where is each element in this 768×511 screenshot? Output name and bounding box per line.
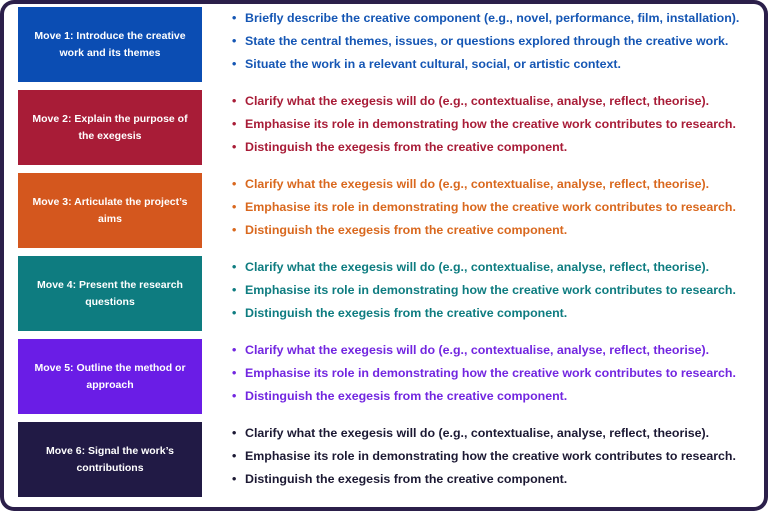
move-6-row: Move 6: Signal the work’s contributions … bbox=[18, 422, 764, 505]
move-4-bullet-1: •Clarify what the exegesis will do (e.g.… bbox=[232, 256, 736, 279]
bullet-dot-icon: • bbox=[232, 11, 237, 25]
move-5-bullets: •Clarify what the exegesis will do (e.g.… bbox=[202, 339, 736, 408]
move-6-bullet-1: •Clarify what the exegesis will do (e.g.… bbox=[232, 422, 736, 445]
move-6-bullet-2: •Emphasise its role in demonstrating how… bbox=[232, 445, 736, 468]
move-6-bullets: •Clarify what the exegesis will do (e.g.… bbox=[202, 422, 736, 491]
move-1-row: Move 1: Introduce the creative work and … bbox=[18, 7, 764, 90]
bullet-dot-icon: • bbox=[232, 57, 237, 71]
bullet-dot-icon: • bbox=[232, 426, 237, 440]
diagram-panel: Move 1: Introduce the creative work and … bbox=[4, 4, 764, 507]
move-5-bullet-2: •Emphasise its role in demonstrating how… bbox=[232, 362, 736, 385]
move-6-box: Move 6: Signal the work’s contributions bbox=[18, 422, 202, 497]
move-1-box: Move 1: Introduce the creative work and … bbox=[18, 7, 202, 82]
move-5-bullet-3: •Distinguish the exegesis from the creat… bbox=[232, 385, 736, 408]
move-4-bullet-3: •Distinguish the exegesis from the creat… bbox=[232, 302, 736, 325]
bullet-dot-icon: • bbox=[232, 140, 237, 154]
bullet-dot-icon: • bbox=[232, 223, 237, 237]
move-5-row: Move 5: Outline the method or approach •… bbox=[18, 339, 764, 422]
move-3-box: Move 3: Articulate the project’s aims bbox=[18, 173, 202, 248]
move-2-box: Move 2: Explain the purpose of the exege… bbox=[18, 90, 202, 165]
move-6-label: Move 6: Signal the work’s contributions bbox=[46, 445, 174, 474]
move-3-bullet-1: •Clarify what the exegesis will do (e.g.… bbox=[232, 173, 736, 196]
move-2-bullet-1: •Clarify what the exegesis will do (e.g.… bbox=[232, 90, 736, 113]
bullet-dot-icon: • bbox=[232, 177, 237, 191]
bullet-dot-icon: • bbox=[232, 449, 237, 463]
move-1-bullets: •Briefly describe the creative component… bbox=[202, 7, 739, 76]
bullet-dot-icon: • bbox=[232, 117, 237, 131]
bullet-dot-icon: • bbox=[232, 94, 237, 108]
bullet-dot-icon: • bbox=[232, 283, 237, 297]
move-2-bullet-2: •Emphasise its role in demonstrating how… bbox=[232, 113, 736, 136]
move-4-bullets: •Clarify what the exegesis will do (e.g.… bbox=[202, 256, 736, 325]
move-6-bullet-3: •Distinguish the exegesis from the creat… bbox=[232, 468, 736, 491]
move-2-bullets: •Clarify what the exegesis will do (e.g.… bbox=[202, 90, 736, 159]
move-5-bullet-1: •Clarify what the exegesis will do (e.g.… bbox=[232, 339, 736, 362]
bullet-dot-icon: • bbox=[232, 200, 237, 214]
move-3-bullets: •Clarify what the exegesis will do (e.g.… bbox=[202, 173, 736, 242]
move-1-bullet-2: •State the central themes, issues, or qu… bbox=[232, 30, 739, 53]
move-4-label: Move 4: Present the research questions bbox=[37, 279, 183, 308]
move-5-box: Move 5: Outline the method or approach bbox=[18, 339, 202, 414]
move-3-bullet-2: •Emphasise its role in demonstrating how… bbox=[232, 196, 736, 219]
move-2-bullet-3: •Distinguish the exegesis from the creat… bbox=[232, 136, 736, 159]
bullet-dot-icon: • bbox=[232, 260, 237, 274]
bullet-dot-icon: • bbox=[232, 34, 237, 48]
move-2-label: Move 2: Explain the purpose of the exege… bbox=[32, 113, 188, 142]
move-5-label: Move 5: Outline the method or approach bbox=[34, 362, 186, 391]
move-1-bullet-3: •Situate the work in a relevant cultural… bbox=[232, 53, 739, 76]
move-3-bullet-3: •Distinguish the exegesis from the creat… bbox=[232, 219, 736, 242]
move-3-label: Move 3: Articulate the project’s aims bbox=[32, 196, 188, 225]
move-3-row: Move 3: Articulate the project’s aims •C… bbox=[18, 173, 764, 256]
move-4-box: Move 4: Present the research questions bbox=[18, 256, 202, 331]
bullet-dot-icon: • bbox=[232, 366, 237, 380]
move-1-bullet-1: •Briefly describe the creative component… bbox=[232, 7, 739, 30]
bullet-dot-icon: • bbox=[232, 472, 237, 486]
move-4-row: Move 4: Present the research questions •… bbox=[18, 256, 764, 339]
move-2-row: Move 2: Explain the purpose of the exege… bbox=[18, 90, 764, 173]
move-4-bullet-2: •Emphasise its role in demonstrating how… bbox=[232, 279, 736, 302]
bullet-dot-icon: • bbox=[232, 306, 237, 320]
bullet-dot-icon: • bbox=[232, 343, 237, 357]
bullet-dot-icon: • bbox=[232, 389, 237, 403]
move-1-label: Move 1: Introduce the creative work and … bbox=[34, 30, 186, 59]
